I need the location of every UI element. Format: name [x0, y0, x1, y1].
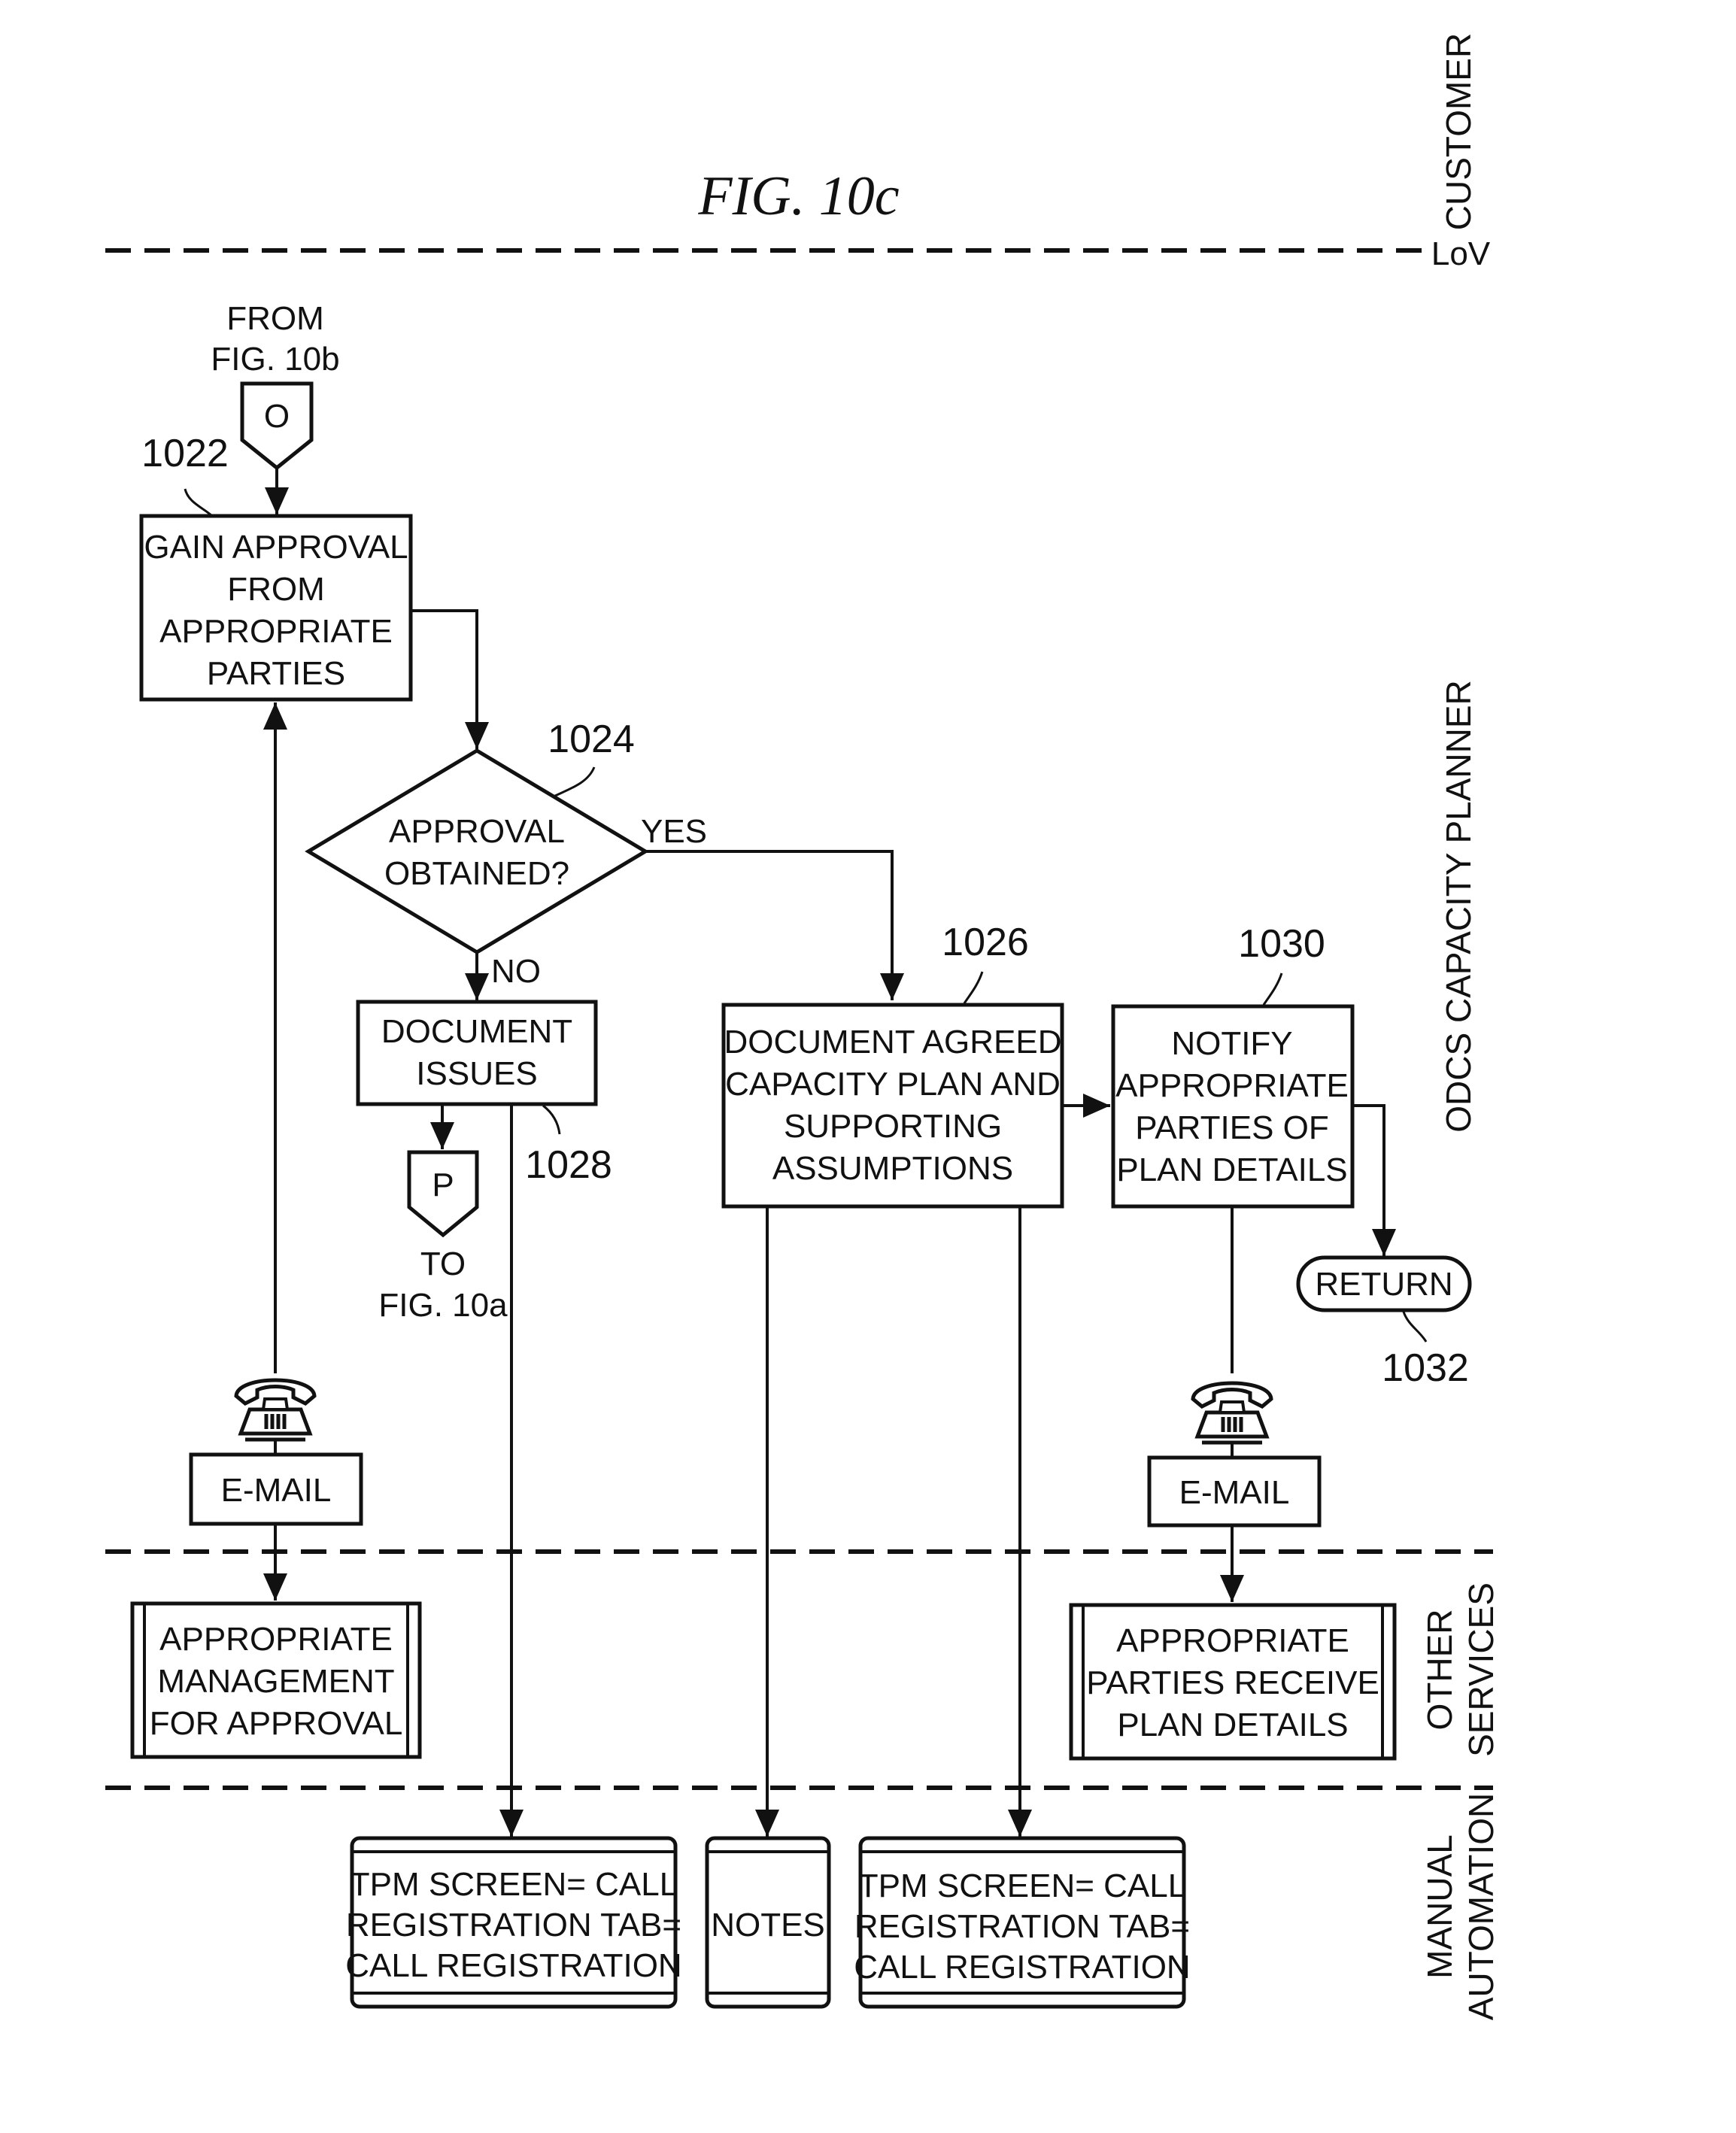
svg-text:APPROPRIATE: APPROPRIATE — [159, 613, 393, 650]
lane-label-manual-automation: MANUAL AUTOMATION — [1420, 1793, 1501, 2020]
svg-text:FROM: FROM — [227, 571, 325, 608]
svg-text:DOCUMENT AGREED: DOCUMENT AGREED — [724, 1024, 1061, 1060]
yes-label: YES — [641, 813, 707, 850]
email-box-left — [189, 1452, 363, 1526]
ref-1028: 1028 — [525, 1143, 612, 1187]
svg-text:P: P — [432, 1167, 454, 1203]
notify-parties-box — [1111, 1004, 1355, 1209]
svg-text:CALL REGISTRATION: CALL REGISTRATION — [345, 1947, 681, 1984]
svg-text:FOR APPROVAL: FOR APPROVAL — [150, 1705, 403, 1742]
svg-text:AUTOMATION: AUTOMATION — [1461, 1793, 1501, 2020]
figure-title: FIG. 10c — [697, 165, 899, 227]
svg-text:APPROPRIATE: APPROPRIATE — [1115, 1067, 1349, 1104]
svg-text:REGISTRATION TAB=: REGISTRATION TAB= — [854, 1908, 1190, 1945]
ref-1026: 1026 — [942, 921, 1029, 964]
lov-label: LoV — [1431, 235, 1491, 272]
svg-text:TO: TO — [420, 1246, 466, 1282]
gain-approval-box — [139, 514, 413, 702]
svg-text:FIG. 10a: FIG. 10a — [378, 1287, 508, 1324]
svg-text:PARTIES RECEIVE: PARTIES RECEIVE — [1086, 1664, 1379, 1701]
offpage-connector-o — [240, 381, 314, 471]
svg-text:CALL REGISTRATION: CALL REGISTRATION — [854, 1949, 1190, 1986]
svg-text:REGISTRATION TAB=: REGISTRATION TAB= — [346, 1907, 681, 1943]
svg-text:FIG. 10b: FIG. 10b — [211, 341, 339, 378]
svg-text:PARTIES: PARTIES — [207, 655, 345, 692]
svg-text:TPM SCREEN= CALL: TPM SCREEN= CALL — [350, 1866, 678, 1903]
svg-text:O: O — [264, 398, 290, 435]
svg-text:ISSUES: ISSUES — [416, 1055, 537, 1092]
return-terminator — [1296, 1255, 1472, 1312]
svg-text:CAPACITY PLAN AND: CAPACITY PLAN AND — [725, 1066, 1061, 1103]
decision-label: APPROVAL — [389, 813, 565, 850]
svg-text:MANUAL: MANUAL — [1420, 1834, 1459, 1979]
svg-text:RETURN: RETURN — [1315, 1266, 1452, 1303]
document-issues-box — [356, 1000, 598, 1106]
svg-text:E-MAIL: E-MAIL — [1179, 1474, 1290, 1511]
no-label: NO — [491, 953, 541, 990]
svg-text:APPROPRIATE: APPROPRIATE — [1116, 1622, 1349, 1659]
svg-text:PLAN DETAILS: PLAN DETAILS — [1117, 1707, 1348, 1743]
svg-text:NOTES: NOTES — [711, 1907, 825, 1943]
svg-text:ASSUMPTIONS: ASSUMPTIONS — [772, 1150, 1013, 1187]
svg-text:E-MAIL: E-MAIL — [221, 1472, 332, 1509]
tpm-screen-box-right: TPM SCREEN= CALL REGISTRATION TAB= CALL … — [854, 1836, 1191, 2009]
svg-text:SERVICES: SERVICES — [1461, 1582, 1501, 1757]
svg-text:TPM SCREEN= CALL: TPM SCREEN= CALL — [858, 1868, 1186, 1904]
svg-text:SUPPORTING: SUPPORTING — [784, 1108, 1002, 1145]
svg-text:MANAGEMENT: MANAGEMENT — [157, 1663, 394, 1700]
ref-1022: 1022 — [141, 432, 229, 475]
svg-text:FROM: FROM — [226, 300, 324, 337]
management-approval-box: APPROPRIATE MANAGEMENT FOR APPROVAL — [130, 1601, 422, 1759]
tpm-screen-box-left: TPM SCREEN= CALL REGISTRATION TAB= CALL … — [345, 1836, 682, 2009]
lane-label-customer: CUSTOMER — [1439, 33, 1478, 230]
telephone-icon — [236, 1380, 314, 1440]
svg-text:PLAN DETAILS: PLAN DETAILS — [1116, 1151, 1347, 1188]
to-connector: P TO FIG. 10a — [378, 1150, 508, 1324]
svg-text:OBTAINED?: OBTAINED? — [384, 855, 569, 892]
svg-text:DOCUMENT: DOCUMENT — [381, 1013, 572, 1050]
ref-1024: 1024 — [548, 718, 635, 761]
gain-approval-label: GAIN APPROVAL — [144, 529, 408, 566]
lane-label-other-services: OTHER SERVICES — [1420, 1582, 1501, 1757]
ref-1030: 1030 — [1238, 922, 1325, 966]
offpage-connector-p — [407, 1150, 479, 1238]
svg-text:NOTIFY: NOTIFY — [1171, 1025, 1292, 1062]
svg-text:APPROPRIATE: APPROPRIATE — [159, 1621, 393, 1658]
ref-1032: 1032 — [1382, 1346, 1469, 1390]
svg-text:PARTIES OF: PARTIES OF — [1135, 1109, 1329, 1146]
approval-decision-diamond — [305, 748, 649, 954]
svg-text:OTHER: OTHER — [1420, 1610, 1459, 1731]
email-box-right — [1147, 1455, 1322, 1528]
notes-box: NOTES — [705, 1836, 831, 2009]
telephone-icon — [1193, 1383, 1271, 1443]
lane-label-planner: ODCS CAPACITY PLANNER — [1439, 680, 1478, 1133]
parties-receive-box: APPROPRIATE PARTIES RECEIVE PLAN DETAILS — [1069, 1603, 1397, 1761]
from-connector: FROM FIG. 10b O — [211, 300, 340, 471]
